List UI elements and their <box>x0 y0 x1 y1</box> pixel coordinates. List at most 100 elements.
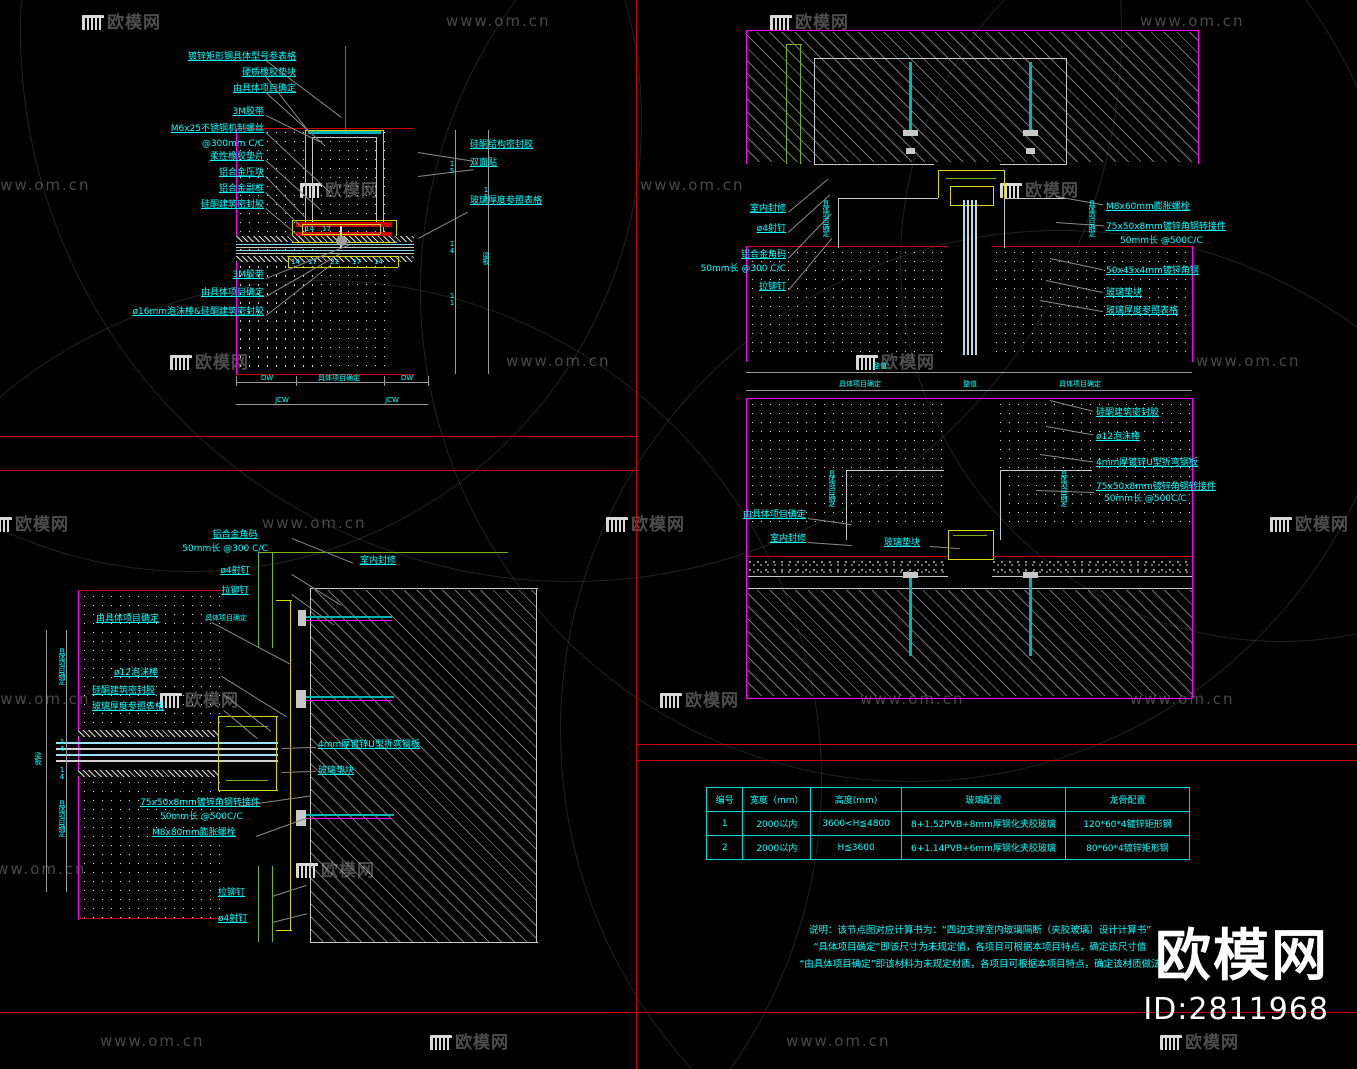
watermark-url: www.om.cn <box>1196 352 1301 370</box>
callout-label: 拉铆钉 <box>758 282 786 292</box>
callout-label: 铝合金角码 <box>212 530 258 540</box>
glass-layer <box>967 200 969 355</box>
sealant-strip <box>78 730 218 737</box>
callout-label: @300mm C/C <box>201 139 264 149</box>
callout-label: ø12泡沫棒 <box>1096 432 1140 442</box>
dimension-text: DW <box>400 374 414 382</box>
callout-label: 硬质橡胶垫块 <box>241 68 296 78</box>
callout-label: M6x25不锈钢机制螺丝 <box>170 124 264 134</box>
enclosure <box>1066 58 1067 164</box>
notes-block: 说明：该节点图对应计算书为：“四边支撑室内玻璃隔断（夹胶玻璃）设计计算书” “具… <box>700 922 1260 973</box>
glass-layer <box>236 253 414 254</box>
callout-label: ø4射钉 <box>220 566 250 576</box>
dimension-tick <box>296 376 297 386</box>
expansion-bolt <box>306 696 394 698</box>
steel-tube <box>383 130 384 240</box>
table-cell: 6+1.14PVB+6mm厚钢化夹胶玻璃 <box>900 835 1066 860</box>
table-cell: 80*60*4镀锌矩形钢 <box>1064 835 1191 860</box>
watermark-logo: 欧模网 <box>1160 1028 1239 1053</box>
enclosure <box>814 58 1067 59</box>
dimension-tick <box>384 376 385 386</box>
callout-label: 50mm长 @500C/C <box>1104 494 1187 504</box>
expansion-bolt <box>300 616 392 618</box>
dimension-tick <box>236 376 237 386</box>
callout-label: ø4射钉 <box>218 914 248 924</box>
glass-layer <box>236 244 414 245</box>
expansion-bolt <box>300 818 392 819</box>
watermark-logo: 欧模网 <box>1270 510 1349 535</box>
outline <box>746 698 1192 699</box>
glass-layer <box>971 200 973 355</box>
ceiling-line <box>258 552 508 553</box>
enclosure <box>1004 198 1066 199</box>
dimension-text: 具体项目确定 <box>58 800 66 836</box>
outline <box>78 590 222 591</box>
watermark-main: 欧模网 ID:2811968 <box>1143 911 1329 1027</box>
mark-box <box>398 256 399 267</box>
dimension-text: 具体项目确定 <box>822 200 830 236</box>
callout-label: 4mm厚镀锌U型折弯钢板 <box>318 740 420 750</box>
watermark-logo: 欧模网 <box>606 510 685 535</box>
outline <box>236 128 414 129</box>
callout-label: 铝合金压块 <box>218 168 264 178</box>
mark-box <box>288 256 398 257</box>
callout-label: 硅酮建筑密封胶 <box>92 686 156 696</box>
watermark-url: www.om.cn <box>0 860 87 878</box>
sheet-divider <box>0 470 636 471</box>
glass-layer <box>963 200 965 355</box>
steel-tube <box>305 130 306 240</box>
expansion-bolt <box>300 620 392 621</box>
bolt-nut <box>1023 572 1038 578</box>
steel-angle <box>938 170 939 198</box>
steel-angle <box>276 930 292 931</box>
screw-head <box>336 236 347 246</box>
callout-label: M8x80mm膨胀螺栓 <box>152 828 236 838</box>
sheet-divider <box>0 436 636 437</box>
callout-label: 50mm长 @500C/C <box>160 812 243 822</box>
mark-box <box>288 267 398 268</box>
dimension-text: 具体项目确定 <box>1059 380 1101 388</box>
dimension-text: 梁板 <box>482 252 490 264</box>
callout-label: 铝合金角码 <box>740 250 786 260</box>
callout-label: 75x50x8mm镀锌角钢转接件 <box>1096 482 1216 492</box>
callout-label: 镀锌矩形钢具体型号参表格 <box>187 52 296 62</box>
table-header-cell: 高度(mm) <box>810 787 902 812</box>
ceiling-line <box>272 866 273 942</box>
dimension-text: 具体项目确定 <box>318 374 360 382</box>
outline <box>992 576 1192 577</box>
outline <box>748 576 948 577</box>
dimension-text: JCW <box>385 396 399 404</box>
dimension-text: 具体项目确定 <box>1088 200 1096 236</box>
callout-label: 由具体项目确定 <box>200 288 264 298</box>
dimension-line <box>746 372 1192 373</box>
table-cell: 2000以内 <box>742 835 812 860</box>
glass-mark: 14 <box>305 225 314 233</box>
watermark-logo: 欧模网 <box>660 686 739 711</box>
dimension-text: 11 <box>448 292 456 306</box>
dimension-line <box>236 404 428 405</box>
watermark-url: www.om.cn <box>446 12 551 30</box>
slab-hatch <box>748 590 1192 696</box>
dimension-text: 具体项目确定 <box>1060 470 1068 506</box>
dimension-text: 具体项目确定 <box>58 648 66 684</box>
table-cell: 120*60*4镀锌矩形钢 <box>1064 811 1191 836</box>
callout-label: 由具体项目确定 <box>742 510 806 520</box>
callout-label: 室内封修 <box>360 556 397 566</box>
note-line: “由具体项目确定”即该材料为未规定材质，各项目可根据本项目特点，确定该材质做法 <box>799 959 1161 970</box>
ceiling-line <box>786 44 787 164</box>
callout-label: 3M胶带 <box>232 270 265 280</box>
callout-label: 室内封修 <box>749 204 786 214</box>
watermark-url: www.om.cn <box>262 514 367 532</box>
steel-tube-inner <box>312 137 377 138</box>
glass-mark: 14 <box>291 258 300 266</box>
outline <box>748 556 948 557</box>
bolt-washer <box>906 148 915 154</box>
outline <box>746 398 747 698</box>
outline <box>236 374 414 375</box>
screed-hatch <box>992 560 1192 576</box>
dimension-text: JCW <box>275 396 289 404</box>
callout-label: 室内封修 <box>769 534 806 544</box>
outline <box>1198 30 1199 164</box>
ceiling-line <box>800 44 801 164</box>
